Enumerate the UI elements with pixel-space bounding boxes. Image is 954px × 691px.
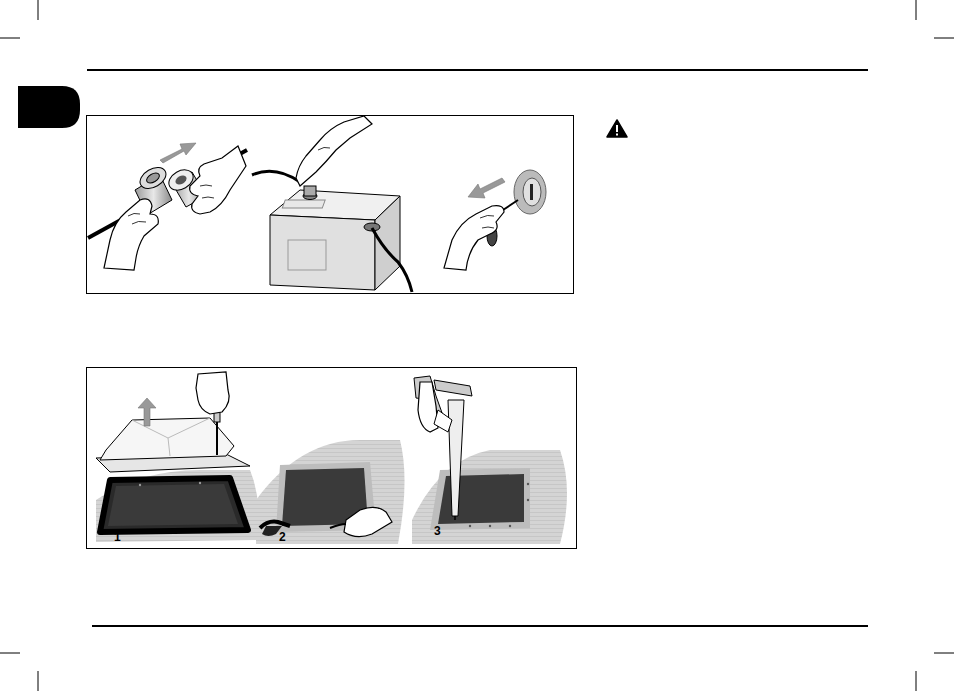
top-rule (87, 69, 868, 71)
plug-connector-figure (88, 143, 247, 270)
ignition-key-figure (444, 170, 546, 270)
section-tab (18, 86, 80, 128)
callout-number: 1 (114, 531, 121, 543)
callout-number: 2 (279, 531, 286, 543)
battery-figure (252, 116, 412, 292)
warning-symbol (607, 120, 627, 137)
figure-frame (87, 368, 577, 549)
lid-removal-figure (96, 372, 259, 542)
gasket-removal-figure (256, 440, 405, 544)
figure-frame (87, 116, 574, 294)
callout-number: 3 (434, 525, 441, 537)
sealant-application-figure (412, 376, 567, 544)
bottom-rule (92, 625, 868, 627)
